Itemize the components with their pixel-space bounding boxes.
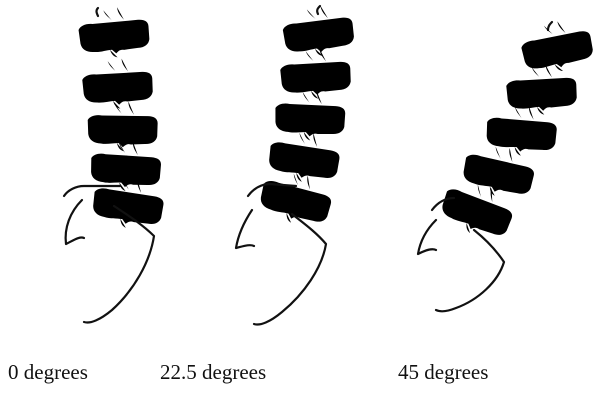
caption-0-degrees: 0 degrees bbox=[8, 362, 88, 383]
spine-45-degrees bbox=[418, 16, 596, 311]
caption-22-5-degrees: 22.5 degrees bbox=[160, 362, 266, 383]
spine-22-5-degrees bbox=[236, 3, 356, 325]
caption-45-degrees: 45 degrees bbox=[398, 362, 488, 383]
spine-0-degrees bbox=[64, 5, 167, 322]
